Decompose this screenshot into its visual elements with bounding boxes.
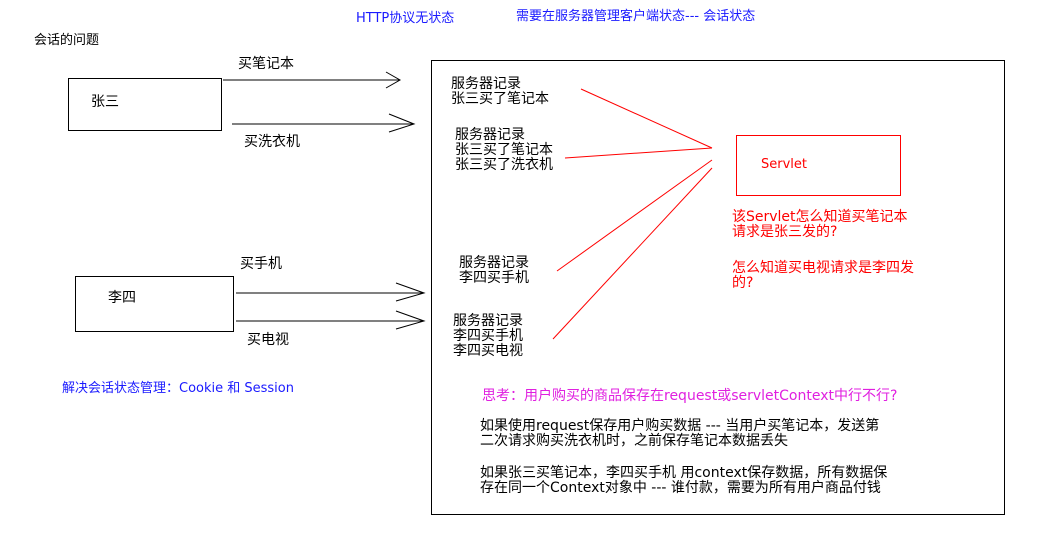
server-record-4: 服务器记录 李四买手机 李四买电视: [453, 314, 523, 359]
record1-line1: 服务器记录: [451, 76, 521, 92]
question1-line1: 该Servlet怎么知道买笔记本: [732, 209, 908, 225]
servlet-question-2: 怎么知道买电视请求是李四发 的?: [732, 261, 914, 291]
red-line-record1: [580, 88, 713, 149]
server-record-3: 服务器记录 李四买手机: [459, 256, 529, 286]
arrow-lisi-phone: [236, 282, 426, 302]
need-manage-title: 需要在服务器管理客户端状态--- 会话状态: [516, 9, 756, 24]
red-line-record3: [556, 159, 713, 272]
servlet-question-1: 该Servlet怎么知道买笔记本 请求是张三发的?: [732, 210, 908, 240]
record4-line2: 李四买手机: [453, 328, 523, 344]
question2-line1: 怎么知道买电视请求是李四发: [732, 260, 914, 276]
answer1-line1: 如果使用request保存用户购买数据 --- 当用户买笔记本，发送第: [480, 418, 880, 434]
answer-context: 如果张三买笔记本，李四买手机 用context保存数据，所有数据保 存在同一个C…: [480, 466, 887, 496]
record2-line3: 张三买了洗衣机: [455, 157, 553, 173]
question1-line2: 请求是张三发的?: [732, 224, 838, 240]
request-tv-label: 买电视: [247, 332, 289, 348]
server-box: [431, 60, 1005, 515]
red-line-record4: [552, 167, 713, 340]
request-washer-label: 买洗衣机: [244, 134, 300, 150]
arrow-zhangsan-notebook: [223, 71, 402, 89]
answer-request: 如果使用request保存用户购买数据 --- 当用户买笔记本，发送第 二次请求…: [480, 419, 879, 449]
record3-line2: 李四买手机: [459, 270, 529, 286]
client-zhangsan-box: 张三: [68, 78, 222, 131]
question2-line2: 的?: [732, 275, 754, 291]
record4-line1: 服务器记录: [453, 313, 523, 329]
arrow-zhangsan-washer: [232, 113, 416, 133]
http-stateless-title: HTTP协议无状态: [356, 11, 455, 26]
session-problem-label: 会话的问题: [34, 33, 100, 48]
record4-line3: 李四买电视: [453, 343, 523, 359]
answer2-line2: 存在同一个Context对象中 --- 谁付款，需要为所有用户商品付钱: [480, 480, 881, 496]
solution-label: 解决会话状态管理：Cookie 和 Session: [62, 381, 294, 396]
record3-line1: 服务器记录: [459, 255, 529, 271]
record1-line2: 张三买了笔记本: [451, 91, 549, 107]
think-question: 思考：用户购买的商品保存在request或servletContext中行不行?: [482, 388, 898, 404]
record2-line2: 张三买了笔记本: [455, 142, 553, 158]
answer2-line1: 如果张三买笔记本，李四买手机 用context保存数据，所有数据保: [480, 465, 888, 481]
servlet-label: Servlet: [761, 157, 807, 172]
server-record-2: 服务器记录 张三买了笔记本 张三买了洗衣机: [455, 128, 553, 173]
request-phone-label: 买手机: [240, 256, 282, 272]
client-zhangsan-name: 张三: [91, 94, 119, 110]
red-line-record2: [564, 147, 713, 159]
arrow-lisi-tv: [236, 310, 426, 330]
servlet-box: Servlet: [736, 135, 901, 196]
record2-line1: 服务器记录: [455, 127, 525, 143]
request-notebook-label: 买笔记本: [238, 56, 294, 72]
answer1-line2: 二次请求购买洗衣机时，之前保存笔记本数据丢失: [480, 433, 788, 449]
server-record-1: 服务器记录 张三买了笔记本: [451, 77, 549, 107]
client-lisi-name: 李四: [108, 290, 136, 306]
client-lisi-box: 李四: [75, 276, 234, 332]
